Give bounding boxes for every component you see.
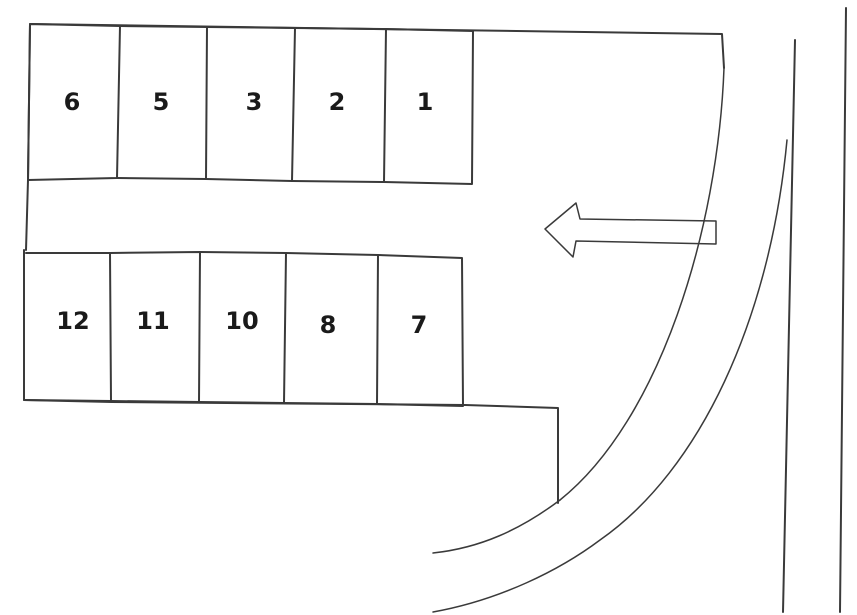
bottom-row-stalls	[23, 251, 464, 407]
arrow-left-icon	[544, 202, 717, 258]
parking-stall-8	[283, 252, 379, 405]
parking-stall-2	[291, 27, 387, 183]
street-line-left	[782, 39, 796, 613]
driveway-inner-curve	[559, 67, 725, 501]
stall-label-11: 11	[136, 307, 169, 335]
top-row-stalls	[27, 23, 474, 185]
stall-label-1: 1	[417, 88, 434, 116]
stall-label-2: 2	[329, 88, 346, 116]
parking-stall-3	[205, 26, 296, 182]
driveway-outer-curve	[432, 139, 788, 613]
stall-label-3: 3	[246, 88, 263, 116]
parking-stall-10	[198, 251, 287, 404]
parking-stall-5	[116, 25, 208, 180]
street-line-right	[839, 7, 847, 613]
parking-stall-11	[109, 251, 201, 403]
parking-stall-12	[23, 252, 112, 402]
stall-label-10: 10	[225, 307, 258, 335]
driveway-inner-tail	[432, 499, 561, 554]
stall-label-6: 6	[64, 88, 81, 116]
parking-stall-1	[383, 28, 474, 185]
stall-label-7: 7	[411, 311, 428, 339]
stall-label-8: 8	[320, 311, 337, 339]
lot-boundary	[23, 23, 725, 504]
stall-label-12: 12	[56, 307, 89, 335]
stall-label-5: 5	[153, 88, 170, 116]
parking-stall-7	[376, 254, 464, 407]
